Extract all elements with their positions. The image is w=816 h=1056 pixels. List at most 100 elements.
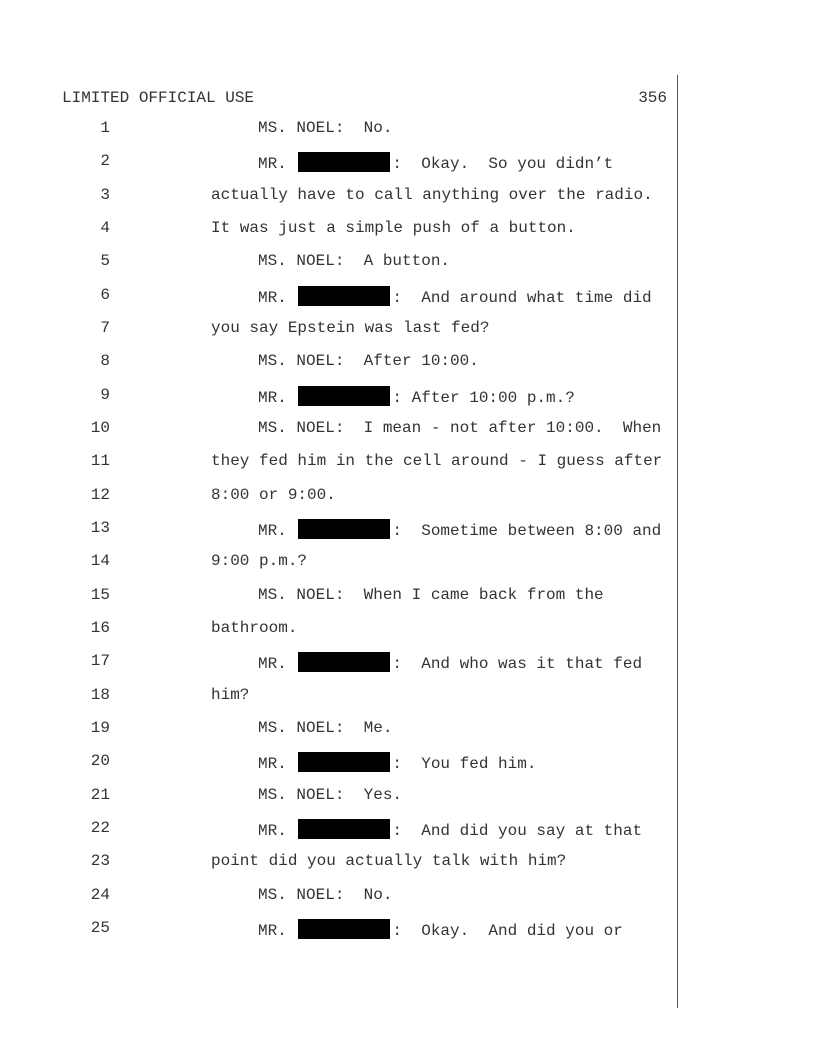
line-number: 10 <box>90 418 110 437</box>
line-text: actually have to call anything over the … <box>211 186 653 204</box>
redaction-box <box>298 818 391 839</box>
transcript-line: 14 9:00 p.m.? <box>0 552 680 572</box>
line-text: him? <box>211 686 249 704</box>
line-text: MS. NOEL: No. <box>258 886 392 904</box>
line-text: MS. NOEL: Me. <box>258 719 392 737</box>
transcript-line: 13 MR. : Sometime between 8:00 and <box>0 518 680 540</box>
line-text: 8:00 or 9:00. <box>211 486 336 504</box>
line-text-pre: 9:00 p.m.? <box>211 552 308 571</box>
transcript-line: 17 MR. : And who was it that fed <box>0 652 680 673</box>
line-text: point did you actually talk with him? <box>211 852 566 870</box>
classification-header: LIMITED OFFICIAL USE <box>62 89 255 107</box>
line-number: 8 <box>100 352 110 371</box>
line-number: 2 <box>100 152 110 171</box>
page-number: 356 <box>638 89 667 107</box>
line-text-pre: you say Epstein was last fed? <box>211 318 490 337</box>
line-number: 19 <box>90 718 110 737</box>
transcript-line: 10 MS. NOEL: I mean - not after 10:00. Wh… <box>0 419 680 439</box>
transcript-line: 16 bathroom. <box>0 619 680 639</box>
line-text: MR. : Sometime between 8:00 and <box>258 518 662 540</box>
line-text: MS. NOEL: After 10:00. <box>258 352 479 370</box>
line-text-post: : And did you say at that <box>392 821 643 840</box>
line-text: MR. : After 10:00 p.m.? <box>258 385 575 407</box>
line-number: 11 <box>90 452 110 471</box>
transcript-line: 25 MR. : Okay. And did you or <box>0 918 680 940</box>
transcript-line: 8 MS. NOEL: After 10:00. <box>0 352 680 372</box>
transcript-line: 18 him? <box>0 686 680 706</box>
line-text-pre: It was just a simple push of a button. <box>211 218 576 237</box>
line-number: 3 <box>100 185 110 204</box>
line-text-pre: MR. <box>258 655 297 674</box>
line-text-pre: MR. <box>258 521 297 540</box>
line-text: MR. : And around what time did <box>258 285 652 307</box>
line-text-pre: they fed him in the cell around - I gues… <box>211 452 663 471</box>
line-number: 20 <box>90 752 110 771</box>
line-text-pre: MS. NOEL: When I came back from the <box>258 585 604 604</box>
line-text-post: : And who was it that fed <box>392 655 643 674</box>
line-text-pre: MR. <box>258 921 297 940</box>
line-text-pre: MS. NOEL: Yes. <box>258 785 403 804</box>
line-text-pre: MS. NOEL: I mean - not after 10:00. When <box>258 418 662 437</box>
line-number: 5 <box>100 252 110 271</box>
redaction-box <box>298 518 391 539</box>
redaction-box <box>298 152 391 173</box>
line-text-pre: MS. NOEL: No. <box>258 885 393 904</box>
line-number: 24 <box>90 885 110 904</box>
line-text: MS. NOEL: Yes. <box>258 786 402 804</box>
line-number: 14 <box>90 552 110 571</box>
line-text: MR. : You fed him. <box>258 752 536 773</box>
redaction-box <box>298 385 391 406</box>
line-text: MS. NOEL: A button. <box>258 252 450 270</box>
line-text-post: : And around what time did <box>392 288 652 307</box>
line-text-post: : Okay. And did you or <box>392 921 623 940</box>
line-text-post: : Okay. So you didn’t <box>392 155 614 174</box>
line-text-pre: MR. <box>258 288 297 307</box>
line-text-pre: MS. NOEL: No. <box>258 119 393 137</box>
line-number: 15 <box>90 585 110 604</box>
margin-rule <box>677 75 678 1008</box>
line-text: It was just a simple push of a button. <box>211 219 576 237</box>
line-number: 25 <box>90 918 110 937</box>
line-text-pre: bathroom. <box>211 618 298 637</box>
line-number: 6 <box>100 285 110 304</box>
transcript-line: 11 they fed him in the cell around - I gu… <box>0 452 680 472</box>
line-text-pre: him? <box>211 685 250 704</box>
line-text-post: : Sometime between 8:00 and <box>392 521 662 540</box>
line-number: 9 <box>100 385 110 404</box>
redaction-box <box>298 918 391 939</box>
line-number: 23 <box>90 852 110 871</box>
redaction-box <box>298 752 391 773</box>
line-number: 12 <box>90 485 110 504</box>
transcript-line: 6 MR. : And around what time did <box>0 285 680 307</box>
line-text-post: : After 10:00 p.m.? <box>392 388 575 407</box>
line-text-pre: MR. <box>258 755 297 774</box>
redaction-box <box>298 652 391 673</box>
transcript-line: 12 8:00 or 9:00. <box>0 486 680 506</box>
line-number: 13 <box>90 518 110 537</box>
line-text: MR. : And who was it that fed <box>258 652 642 673</box>
line-number: 16 <box>90 618 110 637</box>
line-text: 9:00 p.m.? <box>211 552 307 570</box>
line-number: 17 <box>90 652 110 671</box>
line-text: MS. NOEL: When I came back from the <box>258 586 604 604</box>
line-number: 21 <box>90 785 110 804</box>
transcript-line: 3 actually have to call anything over the… <box>0 186 680 206</box>
line-text-pre: MR. <box>258 821 297 840</box>
line-text-pre: point did you actually talk with him? <box>211 852 567 871</box>
line-text-pre: MS. NOEL: Me. <box>258 718 393 737</box>
transcript-line: 19 MS. NOEL: Me. <box>0 719 680 739</box>
transcript-line: 15 MS. NOEL: When I came back from the <box>0 586 680 606</box>
transcript-line: 21 MS. NOEL: Yes. <box>0 786 680 806</box>
line-text: MR. : Okay. So you didn’t <box>258 152 613 173</box>
transcript-line: 20 MR. : You fed him. <box>0 752 680 773</box>
line-text-pre: actually have to call anything over the … <box>211 185 653 204</box>
transcript-line: 5 MS. NOEL: A button. <box>0 252 680 272</box>
line-number: 18 <box>90 685 110 704</box>
line-text-pre: MS. NOEL: After 10:00. <box>258 352 479 371</box>
line-text: bathroom. <box>211 619 297 637</box>
